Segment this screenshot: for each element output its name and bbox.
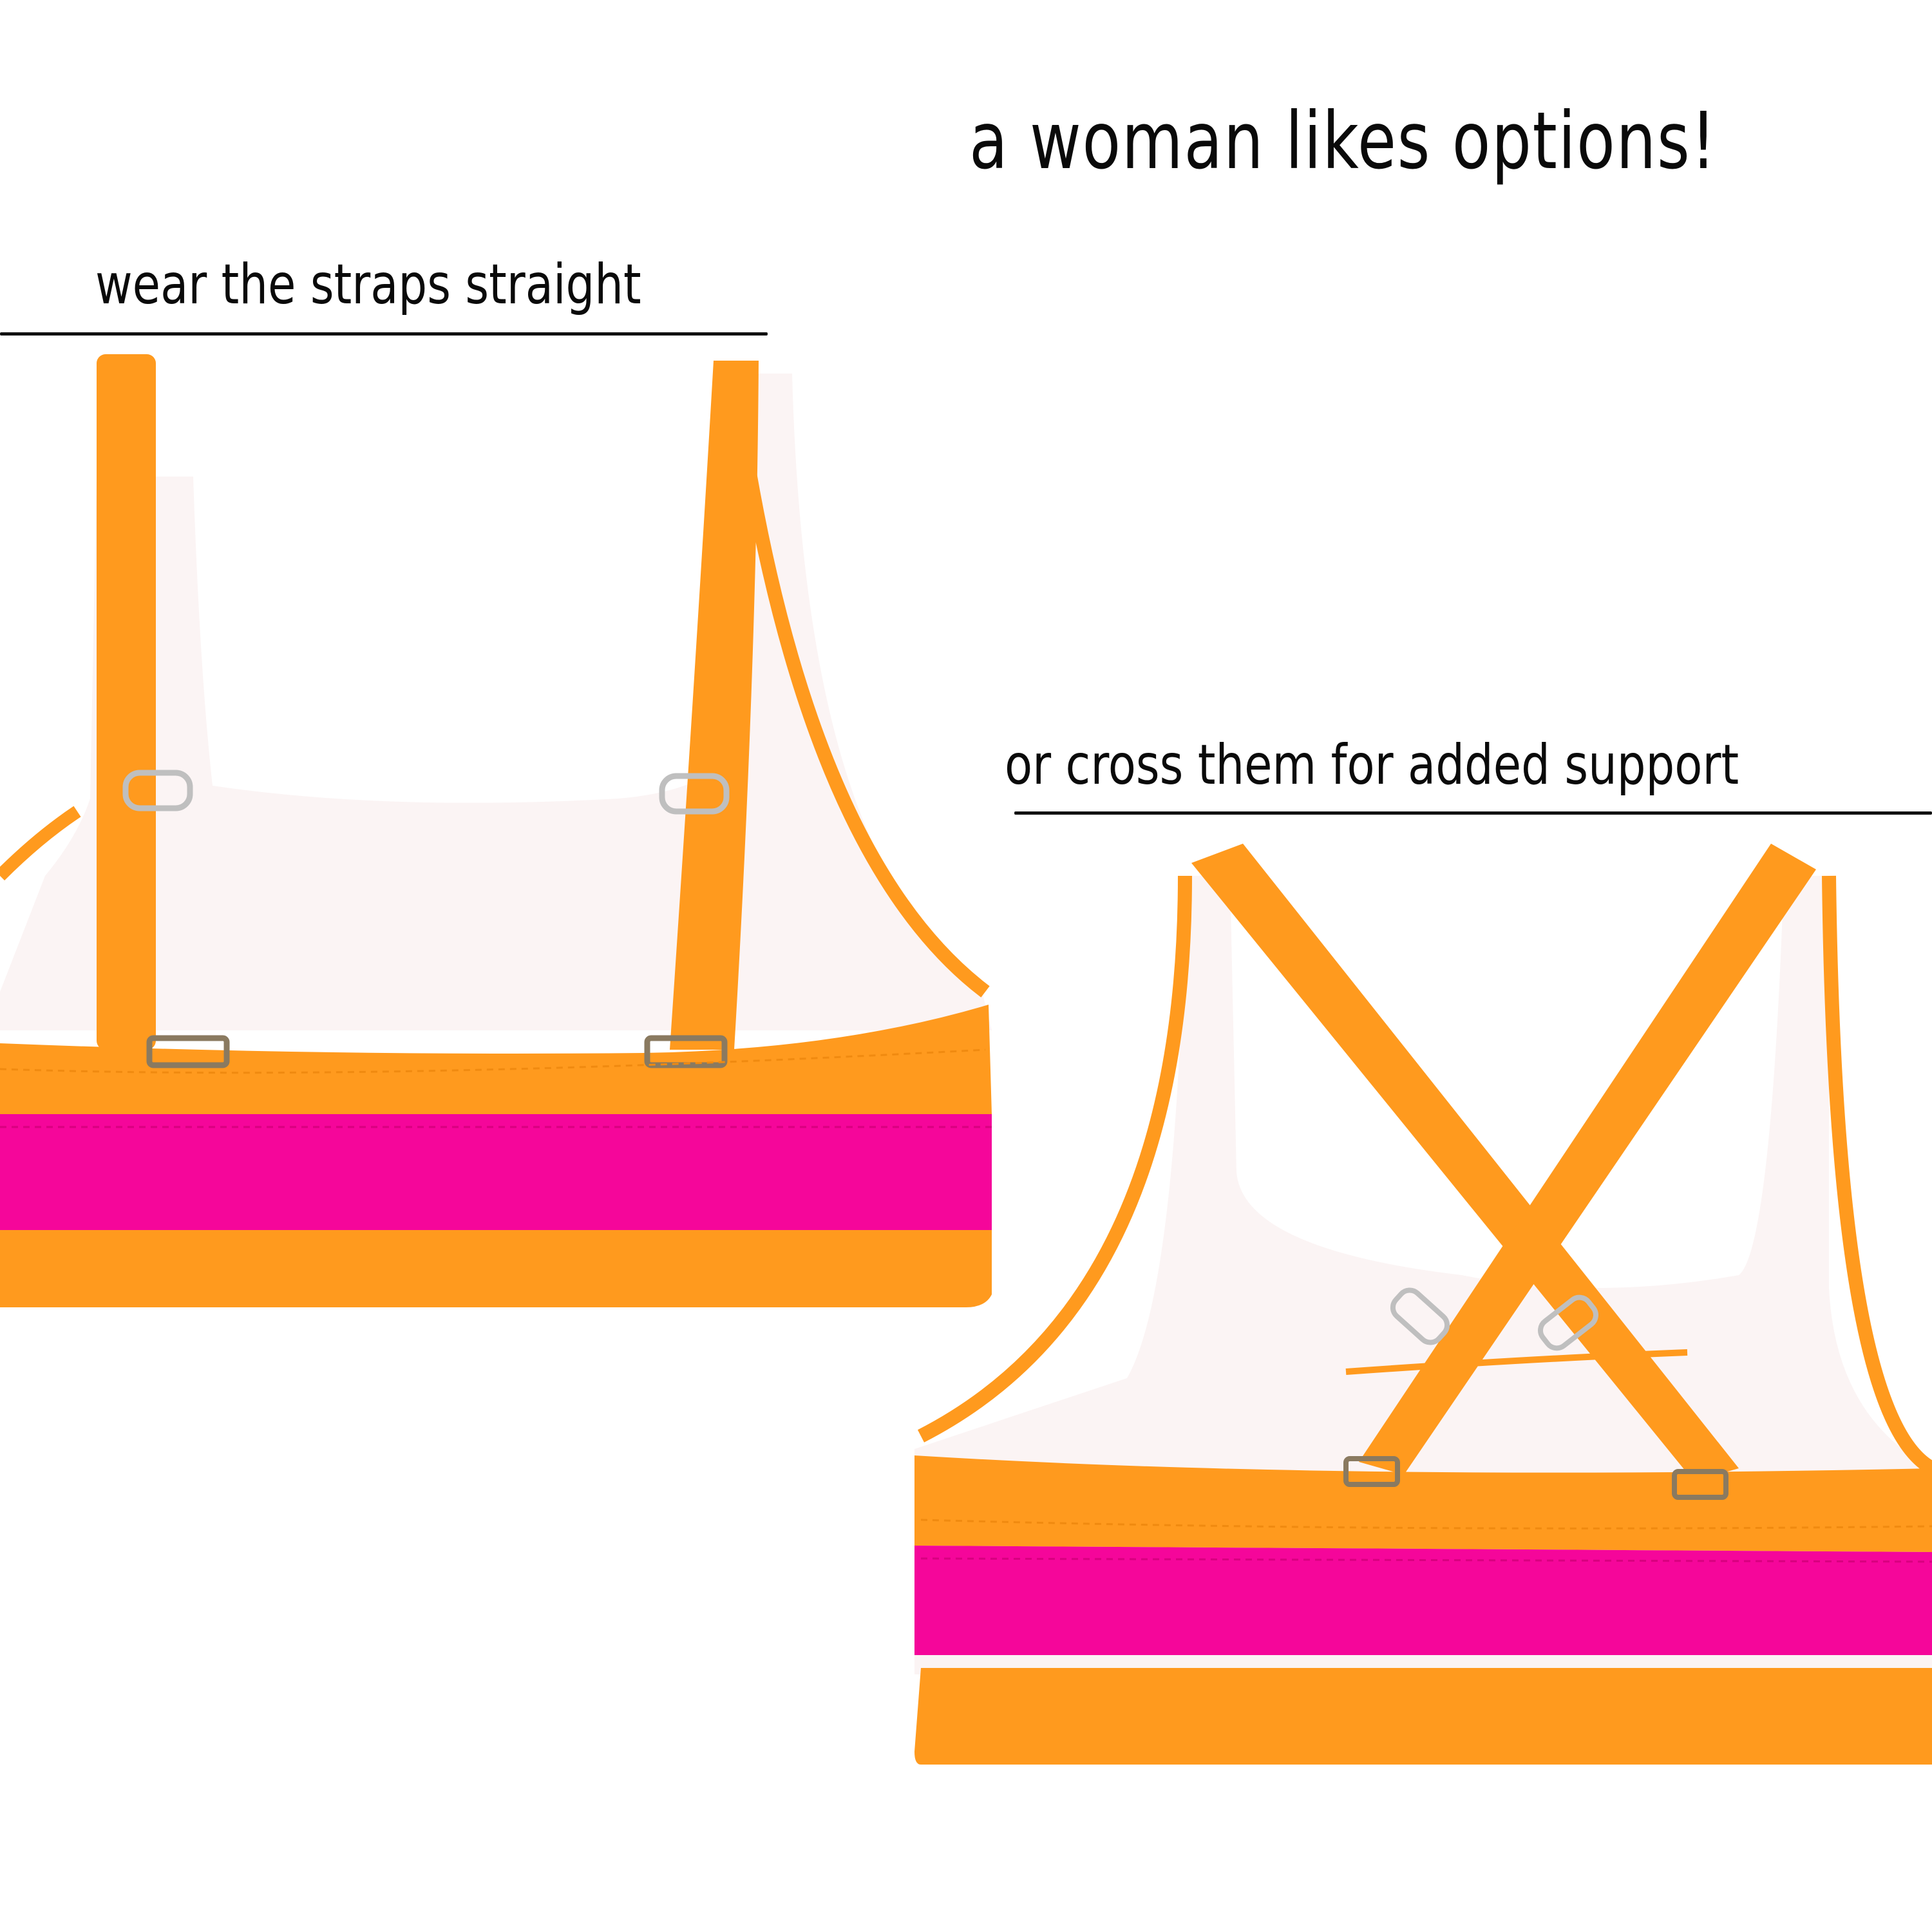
stitching: [920, 1557, 1932, 1563]
headline: a woman likes options!: [969, 95, 1718, 187]
left-slider-icon: [122, 770, 193, 811]
left-strap: [97, 354, 156, 1050]
caption-straight-straps: wear the straps straight: [95, 252, 641, 317]
left-hook-icon: [146, 1035, 230, 1068]
divider-straight: [0, 332, 768, 336]
pink-band: [914, 1546, 1932, 1655]
right-hook-icon: [644, 1035, 728, 1068]
left-hook-icon: [1343, 1456, 1400, 1487]
right-slider-icon: [1538, 1294, 1598, 1351]
armhole-left-edge: [917, 875, 1192, 1443]
right-hook-icon: [1672, 1469, 1728, 1500]
bikini-top-straight-straps-image: [0, 348, 1005, 1314]
bikini-top-cross-straps-image: [882, 837, 1932, 1868]
strap-right-to-left: [1359, 844, 1816, 1475]
right-slider-icon: [659, 773, 730, 815]
stitching: [0, 1048, 986, 1074]
divider-cross: [1014, 811, 1932, 815]
top-band: [0, 1005, 992, 1114]
pink-band: [0, 1114, 992, 1230]
side-edge-left: [0, 806, 81, 881]
strap-left-to-right: [1191, 844, 1739, 1481]
stitching: [920, 1519, 1932, 1530]
armhole-right-edge: [1822, 875, 1932, 1475]
right-strap: [670, 361, 759, 1050]
caption-cross-straps: or cross them for added support: [1005, 733, 1739, 797]
left-slider-icon: [1390, 1287, 1450, 1345]
bottom-band: [0, 1230, 992, 1307]
bottom-band: [914, 1668, 1932, 1765]
